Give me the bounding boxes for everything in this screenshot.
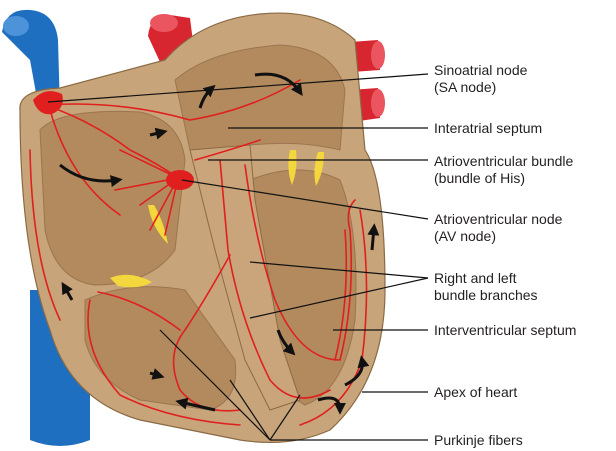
label-sa-node-line1: Sinoatrial node (434, 62, 527, 79)
label-bundle-of-his-line2: (bundle of His) (434, 170, 573, 187)
label-apex: Apex of heart (434, 384, 517, 401)
label-sa-node: Sinoatrial node (SA node) (434, 62, 527, 96)
label-interatrial-septum: Interatrial septum (434, 120, 542, 137)
label-av-node-line1: Atrioventricular node (434, 211, 562, 228)
label-bundle-branches-line2: bundle branches (434, 287, 538, 304)
label-bundle-branches-line1: Right and left (434, 270, 538, 287)
label-av-node-line2: (AV node) (434, 228, 562, 245)
label-interventricular-septum: Interventricular septum (434, 322, 576, 339)
label-bundle-branches: Right and left bundle branches (434, 270, 538, 304)
label-interventricular-septum-line1: Interventricular septum (434, 322, 576, 339)
label-purkinje: Purkinje fibers (434, 432, 523, 449)
label-sa-node-line2: (SA node) (434, 79, 527, 96)
label-bundle-of-his: Atrioventricular bundle (bundle of His) (434, 153, 573, 187)
label-purkinje-line1: Purkinje fibers (434, 432, 523, 449)
label-av-node: Atrioventricular node (AV node) (434, 211, 562, 245)
label-bundle-of-his-line1: Atrioventricular bundle (434, 153, 573, 170)
label-apex-line1: Apex of heart (434, 384, 517, 401)
av-node (166, 170, 194, 190)
label-interatrial-septum-line1: Interatrial septum (434, 120, 542, 137)
